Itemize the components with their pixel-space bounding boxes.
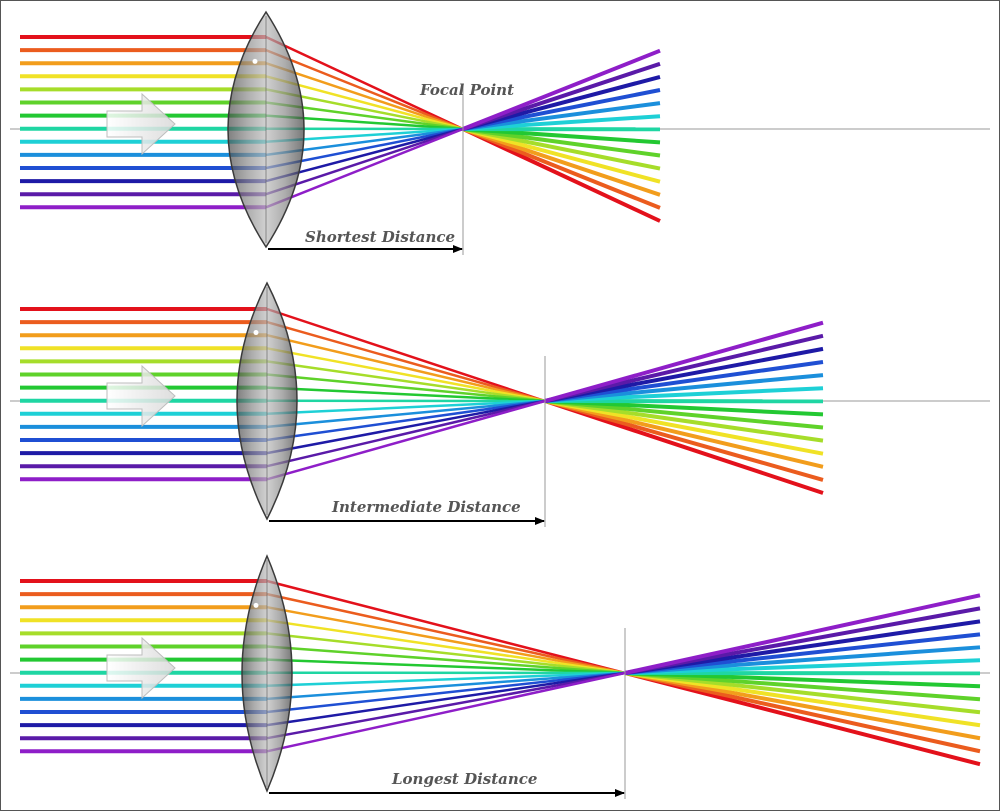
- converging-ray: [266, 320, 546, 403]
- diverging-ray: [544, 346, 824, 403]
- diverging-ray: [624, 671, 981, 728]
- diverging-ray: [544, 373, 824, 403]
- diverging-ray: [462, 88, 661, 131]
- diverging-ray: [544, 399, 824, 456]
- converging-ray: [266, 658, 626, 675]
- direction-arrow-icon: [106, 364, 176, 428]
- lens-glint: [252, 58, 258, 64]
- diverging-ray: [624, 671, 981, 741]
- panel-intermediate: Intermediate Distance: [10, 281, 990, 527]
- converging-ray: [266, 399, 546, 442]
- diverging-ray: [624, 645, 981, 675]
- distance-label: Shortest Distance: [305, 228, 455, 246]
- panel-short: Shortest Distance Focal Point: [10, 10, 990, 255]
- diverging-ray: [462, 114, 661, 131]
- diverging-ray: [462, 127, 661, 158]
- converging-ray: [266, 333, 546, 403]
- converging-ray: [266, 373, 546, 403]
- converging-ray: [265, 62, 464, 131]
- panel-long: Longest Distance: [10, 554, 990, 799]
- diverging-ray: [544, 399, 824, 443]
- diverging-ray: [544, 399, 824, 469]
- diverging-ray: [462, 127, 661, 184]
- diverging-ray: [462, 48, 661, 131]
- converging-ray: [265, 127, 464, 196]
- converging-ray: [266, 632, 626, 675]
- diverging-ray: [462, 127, 661, 210]
- diverging-ray: [624, 606, 981, 675]
- converging-ray: [266, 671, 626, 753]
- converging-ray: [266, 386, 546, 403]
- converging-ray: [266, 671, 626, 688]
- converging-ray: [266, 399, 546, 429]
- diverging-ray: [624, 671, 981, 702]
- distance-label: Longest Distance: [391, 770, 537, 788]
- diverging-ray: [544, 320, 824, 403]
- diverging-ray: [544, 399, 824, 482]
- converging-ray: [266, 671, 626, 714]
- diverging-ray: [544, 360, 824, 403]
- converging-ray: [266, 645, 626, 675]
- diverging-ray: [544, 399, 824, 495]
- diverging-ray: [624, 593, 981, 675]
- converging-ray: [266, 671, 626, 727]
- converging-ray: [265, 35, 464, 131]
- lens-glint: [253, 602, 259, 608]
- converging-ray: [266, 671, 626, 740]
- diverging-ray: [462, 127, 661, 145]
- diverging-ray: [462, 74, 661, 131]
- diverging-ray: [544, 386, 824, 403]
- diverging-ray: [462, 127, 661, 223]
- converging-ray: [266, 619, 626, 675]
- diverging-ray: [624, 671, 981, 754]
- converging-ray: [265, 127, 464, 209]
- converging-ray: [266, 592, 626, 675]
- diverging-ray: [462, 127, 661, 171]
- converging-ray: [266, 671, 626, 701]
- diverging-ray: [624, 671, 981, 689]
- converging-ray: [265, 48, 464, 131]
- converging-ray: [266, 347, 546, 403]
- diverging-ray: [624, 671, 981, 715]
- converging-ray: [266, 360, 546, 403]
- diverging-ray: [544, 333, 824, 403]
- lens-glint: [253, 330, 259, 336]
- distance-label: Intermediate Distance: [331, 498, 521, 516]
- diverging-ray: [544, 399, 824, 417]
- diverging-ray: [462, 61, 661, 131]
- converging-ray: [266, 399, 546, 455]
- converging-ray: [266, 579, 626, 675]
- focal-point-label: Focal Point: [419, 81, 514, 99]
- diverging-ray: [624, 658, 981, 675]
- diverging-ray: [462, 127, 661, 197]
- direction-arrow-icon: [106, 636, 176, 700]
- diverging-ray: [624, 671, 981, 767]
- diverging-ray: [544, 399, 824, 430]
- converging-ray: [266, 605, 626, 675]
- converging-ray: [266, 399, 546, 481]
- diverging-ray: [624, 619, 981, 675]
- converging-ray: [266, 307, 546, 403]
- direction-arrow-icon: [106, 92, 176, 156]
- diverging-ray: [624, 632, 981, 675]
- diverging-ray: [462, 101, 661, 131]
- converging-ray: [266, 399, 546, 468]
- converging-ray: [266, 399, 546, 416]
